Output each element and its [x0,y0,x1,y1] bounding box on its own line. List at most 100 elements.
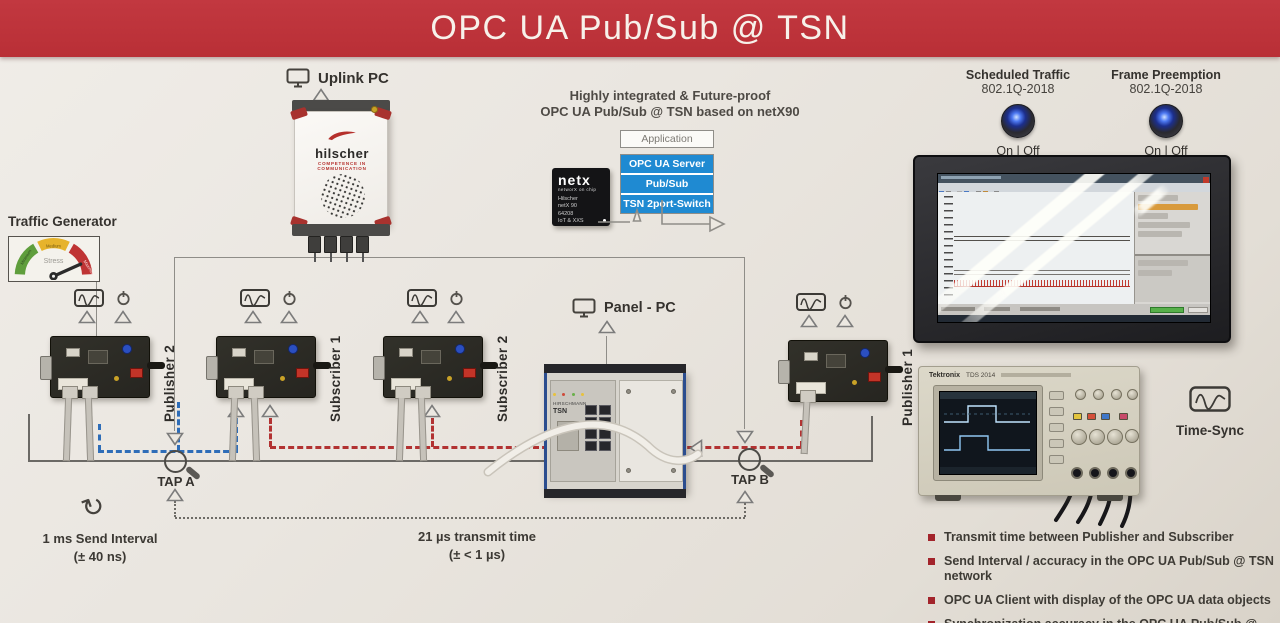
panel-screen[interactable] [937,173,1211,323]
component [288,344,298,354]
scope-knob-large[interactable] [1071,429,1087,445]
scope-knob[interactable] [1075,389,1086,400]
tap-a-riser-line [174,257,175,431]
send-interval-cycle-icon: ↻ [77,489,110,526]
close-icon[interactable] [1203,177,1209,183]
board-subscriber2: Subscriber 2 [373,289,510,462]
progress-bar [1150,307,1184,313]
bullet-icon [928,558,935,565]
scheduled-traffic-standard: 802.1Q-2018 [981,82,1055,96]
scope-menu-button[interactable] [1049,423,1064,432]
bnc-connector[interactable] [1071,467,1083,479]
uplink-port [324,236,337,253]
red-arrow-into-subscriber1 [261,404,279,418]
arrow-up-icon [280,310,298,324]
scheduled-traffic-button[interactable] [1001,104,1035,138]
component [860,348,870,358]
frame-preemption-button[interactable] [1149,104,1183,138]
arrow-up-icon [114,310,132,324]
taskbar[interactable] [938,315,1210,322]
ch3-button[interactable] [1101,413,1110,420]
bnc-connector[interactable] [1125,467,1137,479]
power-icon [450,291,463,306]
oscilloscope: Tektronix TDS 2014 [918,366,1140,501]
scope-knob[interactable] [1111,389,1122,400]
dotted-riser-tap-b [744,503,746,517]
antenna-connector [371,106,378,113]
component [399,348,413,357]
scope-knob[interactable] [1127,389,1138,400]
component [826,354,846,368]
uplink-port [356,236,369,253]
pin1-dot [603,219,606,222]
tap-monitor-bus-line [175,257,745,258]
time-sync-icon [240,289,270,307]
selected-tree-item[interactable] [1138,204,1198,210]
component [296,368,309,378]
switch-cover-plate [619,380,683,482]
bnc-connector[interactable] [1089,467,1101,479]
component [114,376,119,381]
rj45-port [585,405,597,415]
scheduled-traffic-state: On | Off [996,144,1040,158]
feature-text: Highly integrated & Future-proof OPC UA … [540,88,800,120]
feature-bullet-list: Transmit time between Publisher and Subs… [928,530,1280,623]
time-sync-group: Time-Sync [1168,386,1252,438]
scope-knob[interactable] [1093,389,1104,400]
scope-menu-button[interactable] [1049,455,1064,464]
uplink-cable [330,253,332,262]
ch1-button[interactable] [1073,413,1082,420]
time-sync-icon [796,293,826,311]
list-item: Transmit time between Publisher and Subs… [928,530,1280,545]
time-sync-icon [407,289,437,307]
time-sync-icon [74,289,104,307]
scope-menu-button[interactable] [1049,407,1064,416]
tap-b-label: TAP B [731,472,769,487]
rj45-port [599,441,611,451]
ethernet-cable [84,397,95,462]
list-item: Send Interval / accuracy in the OPC UA P… [928,554,1280,584]
red-stream-riser-sub2 [431,418,434,447]
tap-a-label: TAP A [157,474,195,489]
component [447,376,452,381]
scope-menu-button[interactable] [1049,439,1064,448]
tap-b-magnifier-icon [738,448,761,471]
device-label: Publisher 2 [162,344,177,422]
send-interval-text: 1 ms Send Interval (± 40 ns) [42,531,158,564]
ethernet-cable [62,397,73,462]
switch-logo: TSN [553,408,567,415]
scope-descriptor [1001,373,1072,377]
scheduled-traffic-group: Scheduled Traffic 802.1Q-2018 On | Off [952,68,1084,158]
scope-brand: Tektronix [929,372,960,379]
scope-model: TDS 2014 [966,372,996,379]
scope-foot [935,495,961,501]
monitor-icon [286,68,310,88]
scope-knob-large[interactable] [1089,429,1105,445]
scope-menu-button[interactable] [1049,391,1064,400]
title-banner: OPC UA Pub/Sub @ TSN [0,0,1280,57]
touch-panel-display[interactable] [913,155,1231,343]
scope-foot [1097,495,1123,501]
board-publisher2: Publisher 2 [40,289,177,462]
frame-preemption-standard: 802.1Q-2018 [1129,82,1203,96]
tap-b-riser-line [744,257,745,429]
screw [671,389,676,394]
uplink-cable [314,253,316,262]
scope-knob-large[interactable] [1125,429,1139,443]
stress-gauge-icon: Minimum Medium Maximum Stress [14,238,97,281]
ethernet-link-left [28,460,547,462]
component [254,350,274,364]
red-arrow-into-subscriber2 [423,404,441,418]
board-subscriber1: Subscriber 1 [206,289,343,462]
ethernet-cable [395,397,406,462]
component [130,368,143,378]
led [581,393,585,396]
ch2-button[interactable] [1087,413,1096,420]
component [868,372,881,382]
bnc-connector[interactable] [1107,467,1119,479]
ch4-button[interactable] [1119,413,1128,420]
uplink-cable [362,253,364,262]
led [562,393,566,396]
scope-knob-large[interactable] [1107,429,1123,445]
